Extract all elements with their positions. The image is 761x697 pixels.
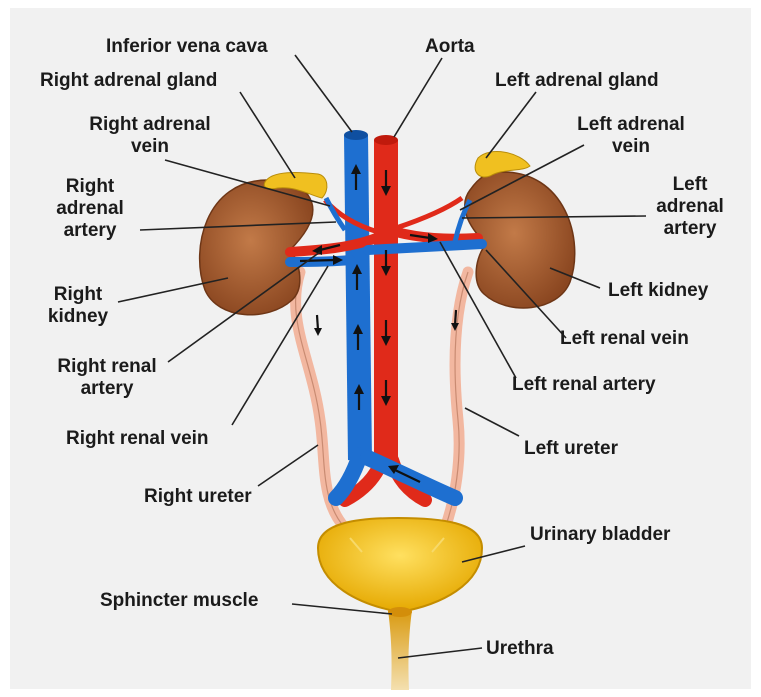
left-adrenal-artery-vessel bbox=[396, 198, 462, 228]
label-line: Right renal bbox=[42, 356, 172, 378]
label-sphincter-muscle: Sphincter muscle bbox=[100, 590, 258, 612]
label-line: Right bbox=[38, 284, 118, 306]
label-left-kidney: Left kidney bbox=[608, 280, 708, 302]
label-right-ureter: Right ureter bbox=[144, 486, 252, 508]
arrow-right-ureter bbox=[314, 315, 322, 336]
label-line: artery bbox=[42, 378, 172, 400]
label-inferior-vena-cava: Inferior vena cava bbox=[106, 36, 268, 58]
label-right-renal-vein: Right renal vein bbox=[66, 428, 209, 450]
label-left-adrenal-artery: Left adrenal artery bbox=[640, 174, 740, 240]
label-line: artery bbox=[40, 220, 140, 242]
label-left-ureter: Left ureter bbox=[524, 438, 618, 460]
urethra bbox=[388, 610, 412, 690]
label-left-adrenal-vein: Left adrenal vein bbox=[556, 114, 706, 158]
label-line: Right bbox=[40, 176, 140, 198]
left-renal-vein-vessel bbox=[368, 244, 482, 250]
left-renal-artery-vessel bbox=[396, 232, 478, 239]
label-line: Left bbox=[640, 174, 740, 196]
label-aorta: Aorta bbox=[425, 36, 475, 58]
sphincter-muscle bbox=[388, 607, 412, 617]
label-right-renal-artery: Right renal artery bbox=[42, 356, 172, 400]
label-line: artery bbox=[640, 218, 740, 240]
label-right-kidney: Right kidney bbox=[38, 284, 118, 328]
label-line: kidney bbox=[38, 306, 118, 328]
label-line: Left adrenal bbox=[556, 114, 706, 136]
label-left-renal-artery: Left renal artery bbox=[512, 374, 656, 396]
label-right-adrenal-gland: Right adrenal gland bbox=[40, 70, 217, 92]
label-urethra: Urethra bbox=[486, 638, 554, 660]
label-line: Right adrenal bbox=[70, 114, 230, 136]
label-line: vein bbox=[556, 136, 706, 158]
label-left-renal-vein: Left renal vein bbox=[560, 328, 689, 350]
label-urinary-bladder: Urinary bladder bbox=[530, 524, 670, 546]
label-left-adrenal-gland: Left adrenal gland bbox=[495, 70, 659, 92]
label-line: adrenal bbox=[40, 198, 140, 220]
urinary-bladder bbox=[318, 518, 482, 612]
label-right-adrenal-artery: Right adrenal artery bbox=[40, 176, 140, 242]
label-right-adrenal-vein: Right adrenal vein bbox=[70, 114, 230, 158]
label-line: vein bbox=[70, 136, 230, 158]
label-line: adrenal bbox=[640, 196, 740, 218]
